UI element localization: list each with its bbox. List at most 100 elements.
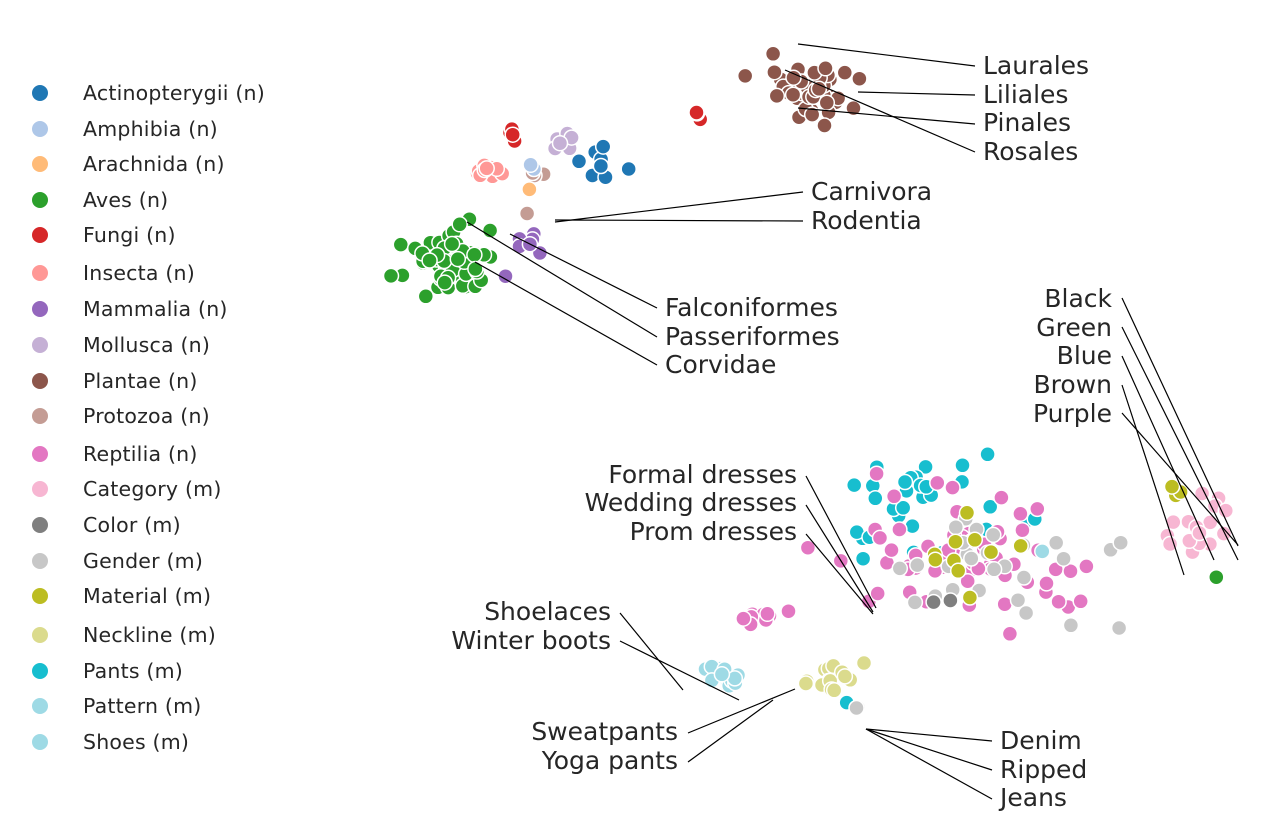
- data-point: [869, 585, 886, 602]
- data-point: [803, 106, 821, 123]
- data-point: [443, 235, 461, 253]
- legend-item: Actinopterygii (n): [26, 78, 265, 108]
- leader-line: [784, 69, 976, 153]
- data-point: [1015, 569, 1033, 586]
- data-point: [451, 216, 468, 233]
- data-point: [810, 80, 828, 98]
- data-point: [906, 594, 924, 611]
- legend-item: Color (m): [26, 510, 181, 540]
- annotation-label: Yoga pants: [541, 746, 678, 775]
- legend-label: Reptilia (n): [83, 442, 198, 466]
- data-point: [982, 543, 1000, 561]
- leader-line: [687, 699, 774, 763]
- annotation-label: Green: [1036, 313, 1112, 342]
- data-point: [944, 479, 961, 496]
- legend-item: Material (m): [26, 581, 211, 611]
- leader-line: [1121, 384, 1185, 576]
- data-point: [817, 60, 834, 77]
- data-point: [1055, 550, 1072, 567]
- data-point: [759, 605, 776, 623]
- data-point: [868, 465, 885, 482]
- legend-marker-icon: [32, 156, 48, 172]
- data-point: [1072, 593, 1089, 610]
- data-point: [1193, 485, 1211, 502]
- annotation-label: Passeriformes: [665, 322, 840, 351]
- data-point: [784, 86, 802, 103]
- data-point: [1050, 593, 1067, 610]
- leader-lines-layer: [466, 43, 1239, 800]
- legend-item: Mammalia (n): [26, 294, 228, 324]
- leader-line: [857, 91, 976, 96]
- legend-label: Pattern (m): [83, 694, 202, 718]
- legend-marker-icon: [32, 192, 48, 208]
- annotation-label: Black: [1044, 284, 1112, 313]
- leader-line: [865, 728, 993, 800]
- data-point: [1014, 521, 1031, 539]
- legend-marker-icon: [32, 627, 48, 643]
- data-point: [382, 267, 400, 285]
- leader-line: [805, 475, 877, 609]
- data-point: [959, 572, 976, 590]
- data-point: [421, 252, 438, 269]
- legend-marker-icon: [32, 408, 48, 424]
- legend-item: Amphibia (n): [26, 114, 218, 144]
- data-point: [785, 69, 802, 86]
- annotation-label: Rodentia: [811, 206, 922, 235]
- legend-item: Plantae (n): [26, 366, 198, 396]
- annotation-label: Formal dresses: [608, 460, 797, 489]
- data-point: [766, 63, 783, 81]
- legend-item: Protozoa (n): [26, 401, 210, 431]
- data-point: [818, 94, 836, 111]
- legend-label: Actinopterygii (n): [83, 81, 265, 105]
- data-point: [909, 556, 926, 574]
- data-point: [1217, 502, 1235, 519]
- legend-item: Pattern (m): [26, 691, 201, 721]
- annotation-label: Brown: [1034, 370, 1112, 399]
- data-point: [885, 488, 903, 505]
- leader-line: [1121, 297, 1239, 547]
- legend-item: Insecta (n): [26, 258, 195, 288]
- data-point: [993, 489, 1010, 506]
- data-point: [478, 160, 495, 177]
- leader-line: [805, 504, 874, 613]
- data-point: [518, 205, 536, 222]
- data-point: [594, 138, 612, 155]
- legend-item: Pants (m): [26, 656, 183, 686]
- legend-label: Protozoa (n): [83, 404, 210, 428]
- data-point: [855, 654, 873, 672]
- data-point: [929, 474, 946, 492]
- legend-item: Shoes (m): [26, 727, 189, 757]
- data-point: [954, 457, 971, 474]
- legend-marker-icon: [32, 265, 48, 281]
- data-point: [836, 668, 854, 685]
- data-point: [551, 134, 569, 152]
- annotation-label: Jeans: [998, 783, 1067, 812]
- leader-line: [687, 688, 796, 734]
- data-point: [1047, 534, 1065, 552]
- data-point: [522, 156, 539, 174]
- data-point: [570, 153, 588, 170]
- data-point: [467, 260, 484, 278]
- data-point: [1110, 619, 1128, 637]
- legend-label: Plantae (n): [83, 369, 198, 393]
- legend-label: Insecta (n): [83, 261, 195, 285]
- legend-label: Shoes (m): [83, 730, 190, 754]
- leader-line: [797, 43, 976, 67]
- data-point: [883, 541, 900, 559]
- data-point: [417, 288, 435, 305]
- leader-line: [865, 728, 993, 771]
- leader-line: [1121, 412, 1239, 546]
- data-point: [1001, 625, 1019, 643]
- annotation-label: Wedding dresses: [585, 488, 797, 517]
- legend-marker-icon: [32, 301, 48, 317]
- annotation-label: Shoelaces: [484, 597, 611, 626]
- data-point: [925, 593, 942, 611]
- data-point: [891, 560, 909, 577]
- legend-label: Pants (m): [83, 659, 183, 683]
- legend-item: Fungi (n): [26, 220, 176, 250]
- annotation-label: Liliales: [983, 80, 1068, 109]
- annotation-label: Pinales: [983, 108, 1071, 137]
- leader-line: [1121, 355, 1215, 561]
- annotation-label: Prom dresses: [630, 517, 797, 546]
- annotation-label: Denim: [1000, 726, 1082, 755]
